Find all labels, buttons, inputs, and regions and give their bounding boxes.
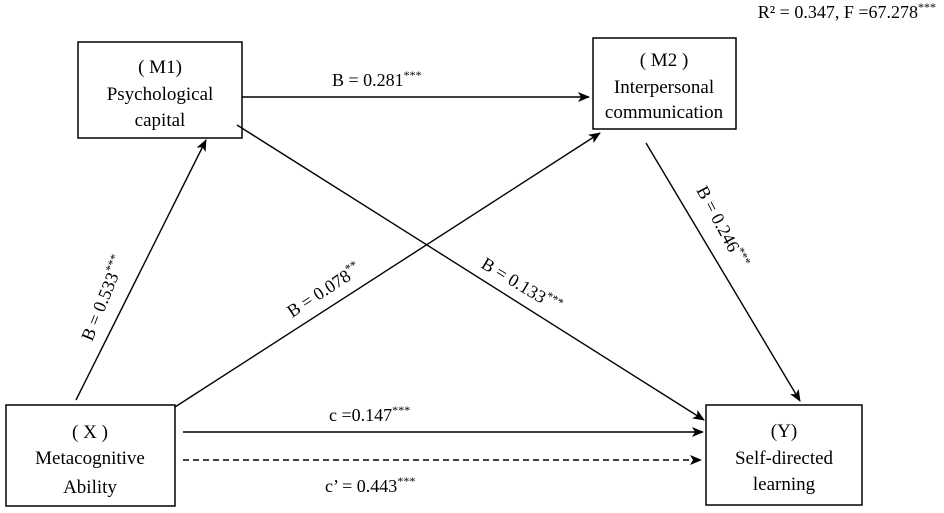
coef-x-y-direct: c =0.147***	[329, 403, 410, 425]
node-y: (Y) Self-directed learning	[705, 404, 863, 506]
node-m2: ( M2 ) Interpersonal communication	[592, 37, 737, 130]
coef-m2-y: B = 0.246***	[692, 182, 754, 272]
arrow-m1-to-y	[236, 124, 705, 421]
node-m1-name-2: capital	[135, 110, 186, 131]
node-m2-name-1: Interpersonal	[614, 77, 714, 98]
node-y-label: (Y)	[771, 421, 797, 442]
node-y-name-1: Self-directed	[735, 448, 834, 469]
node-x-name-2: Ability	[63, 477, 117, 498]
coef-x-m1: B = 0.533***	[75, 252, 129, 343]
node-x-name-1: Metacognitive	[35, 448, 145, 469]
arrow-m2-to-y	[645, 142, 801, 402]
node-x: ( X ) Metacognitive Ability	[5, 404, 176, 507]
node-m1-label: ( M1)	[138, 57, 182, 78]
node-m1-name-1: Psychological	[107, 84, 214, 105]
coef-x-y-total: c’ = 0.443***	[325, 474, 415, 496]
node-y-name-2: learning	[753, 474, 816, 495]
node-m2-label: ( M2 )	[640, 50, 689, 71]
node-x-label: ( X )	[72, 422, 108, 443]
coef-m1-y: B = 0.133***	[478, 252, 566, 317]
coef-m1-m2: B = 0.281***	[332, 68, 422, 90]
node-m1: ( M1) Psychological capital	[77, 41, 243, 139]
arrow-x-to-m1	[75, 139, 207, 401]
model-fit-label: R² = 0.347, F =67.278***	[758, 0, 936, 22]
node-m2-name-2: communication	[605, 102, 724, 123]
arrow-x-to-m2	[174, 132, 601, 408]
